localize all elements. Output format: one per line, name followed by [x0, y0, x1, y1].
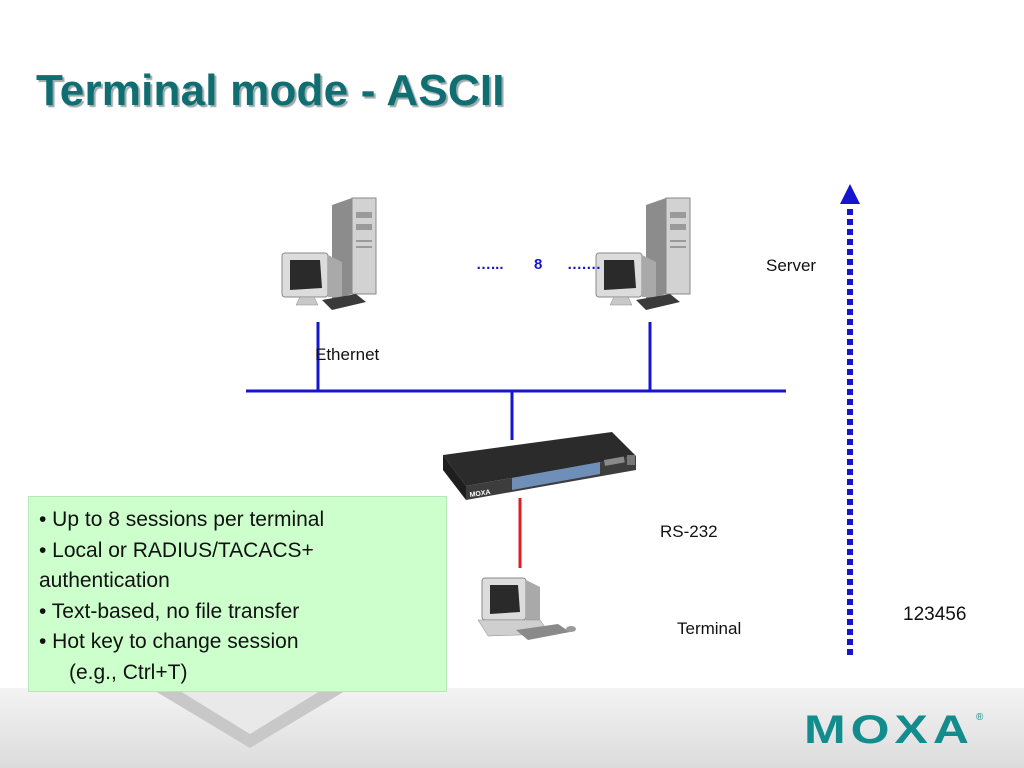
- feature-item: • Hot key to change session: [39, 630, 299, 653]
- ethernet-label: Ethernet: [315, 345, 380, 364]
- registered-mark: ®: [976, 712, 984, 723]
- feature-item: • Text-based, no file transfer: [39, 599, 300, 623]
- terminal-computer: [477, 577, 576, 640]
- feature-item: • Up to 8 sessions per terminal: [39, 508, 325, 531]
- session-count: 8: [534, 256, 543, 273]
- terminal-label: Terminal: [677, 619, 742, 638]
- moxa-terminal-server-device: [443, 432, 636, 500]
- moxa-logo: MOXA: [804, 708, 974, 752]
- feature-item: • Local or RADIUS/TACACS+ authentication: [39, 538, 314, 593]
- rs232-label: RS-232: [660, 522, 718, 541]
- info-box: • Up to 8 sessions per terminal • Local …: [28, 496, 447, 692]
- server-label: Server: [766, 256, 817, 275]
- server-computer-right: [595, 197, 691, 310]
- sequence-label: 123456: [903, 604, 967, 625]
- device-brand-label: MOXA: [469, 489, 491, 499]
- data-flow-arrow-head: [840, 184, 860, 204]
- feature-item-example: (e.g., Ctrl+T): [69, 660, 188, 684]
- footer-notch-inner: [175, 688, 325, 734]
- slide-title: Terminal mode - ASCII: [36, 66, 505, 115]
- server-computer-left: [281, 197, 377, 310]
- feature-list: • Up to 8 sessions per terminal • Local …: [39, 505, 436, 688]
- session-dots-right: ….…: [567, 256, 602, 273]
- session-dots-left: …...: [476, 256, 504, 273]
